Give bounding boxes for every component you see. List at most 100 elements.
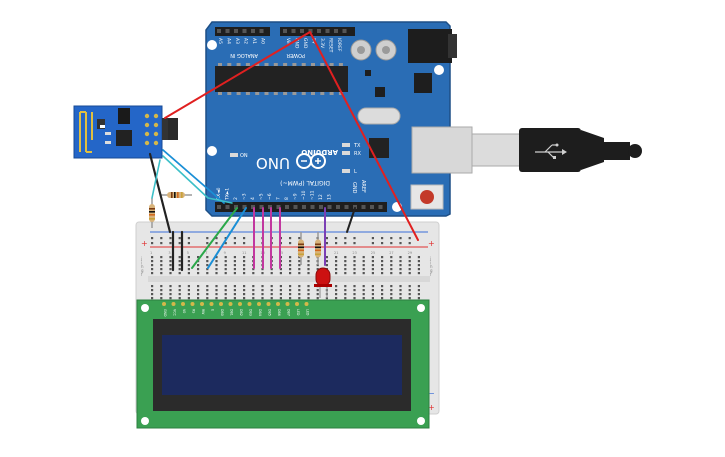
lcd-pin[interactable] <box>190 302 195 306</box>
esp-pin[interactable] <box>153 131 159 137</box>
lcd-pin-label: DB6 <box>277 309 281 316</box>
lcd-pin[interactable] <box>228 302 233 306</box>
power-jack[interactable] <box>408 29 452 63</box>
esp-pin[interactable] <box>144 113 150 119</box>
power-pin[interactable] <box>317 29 321 33</box>
wire-black-gnd[interactable] <box>346 207 356 233</box>
digital-pin[interactable] <box>268 205 272 209</box>
esp-pin[interactable] <box>144 122 150 128</box>
wire-red-esp-vcc[interactable] <box>164 31 311 119</box>
resistor[interactable] <box>315 232 321 265</box>
usb-port[interactable] <box>411 126 473 174</box>
esp-pin[interactable] <box>144 131 150 137</box>
analog-pin[interactable] <box>225 29 230 33</box>
lcd-pin[interactable] <box>209 302 214 306</box>
digital-pin[interactable] <box>251 205 255 209</box>
analog-pin[interactable] <box>251 29 255 33</box>
lcd-pin[interactable] <box>200 302 204 306</box>
lcd-pin[interactable] <box>285 302 290 306</box>
rail-hole <box>371 237 374 240</box>
lcd-pin[interactable] <box>181 302 185 306</box>
digital-pin[interactable] <box>285 205 289 209</box>
hole <box>197 297 200 300</box>
power-pin[interactable] <box>342 29 347 33</box>
lcd-pin[interactable] <box>266 302 271 306</box>
digital-pin[interactable] <box>242 205 247 209</box>
hole <box>151 293 154 296</box>
hole <box>408 272 411 275</box>
analog-pin[interactable] <box>242 29 247 33</box>
digital-pin[interactable] <box>319 205 323 209</box>
lcd-pin[interactable] <box>238 302 242 306</box>
lcd-pin[interactable] <box>162 302 166 306</box>
hole <box>279 268 282 271</box>
digital-pin[interactable] <box>327 205 332 209</box>
wire-cyan-esp-rx[interactable] <box>151 159 161 199</box>
rail-hole <box>224 237 227 240</box>
power-pin[interactable] <box>308 29 313 33</box>
power-pin[interactable] <box>325 29 330 33</box>
wire-red-5v-rail[interactable] <box>309 31 419 241</box>
arduino-uno-board[interactable]: ON TX RX L ARDUINO UNO DIGITAL (PWM~) AN… <box>205 21 473 217</box>
esp8266-wifi-module[interactable] <box>73 105 178 159</box>
analog-pin[interactable] <box>234 29 238 33</box>
usb-cable-icon[interactable] <box>471 128 642 172</box>
digital-pin[interactable] <box>234 205 238 209</box>
digital-pin[interactable] <box>302 205 306 209</box>
hole <box>224 293 227 296</box>
lcd-pin[interactable] <box>219 302 223 306</box>
digital-pin[interactable] <box>378 205 383 209</box>
lcd-pin[interactable] <box>276 302 280 306</box>
digital-pin[interactable] <box>361 205 366 209</box>
power-pin[interactable] <box>300 29 304 33</box>
wire-green-d2[interactable] <box>191 207 238 269</box>
esp-pin[interactable] <box>144 140 150 146</box>
resistor[interactable] <box>160 192 192 198</box>
digital-pin[interactable] <box>344 205 349 209</box>
esp-pin[interactable] <box>153 122 159 128</box>
power-pin[interactable] <box>283 29 287 33</box>
esp-pin[interactable] <box>153 140 159 146</box>
resistor[interactable] <box>298 232 304 265</box>
digital-pin[interactable] <box>259 205 264 209</box>
digital-pin[interactable] <box>293 205 298 209</box>
red-led[interactable] <box>314 267 332 298</box>
hole <box>298 289 301 292</box>
analog-pin[interactable] <box>259 29 264 33</box>
hole <box>243 272 246 275</box>
wire-blue-esp-tx[interactable] <box>162 149 225 204</box>
esp-pin[interactable] <box>153 113 159 119</box>
l-label: L <box>354 169 357 175</box>
digital-pin[interactable] <box>336 205 340 209</box>
digital-pin[interactable] <box>276 205 281 209</box>
power-pin[interactable] <box>291 29 296 33</box>
esp-pin-header <box>144 113 159 146</box>
lcd-pin[interactable] <box>295 302 299 306</box>
wire-cyan-esp-2[interactable] <box>162 155 233 204</box>
rail-hole <box>169 237 172 240</box>
hole <box>151 285 154 288</box>
digital-pin[interactable] <box>217 205 221 209</box>
power-pin[interactable] <box>334 29 338 33</box>
digital-pin[interactable] <box>310 205 315 209</box>
resistor[interactable] <box>149 198 155 228</box>
hole <box>169 272 172 275</box>
digital-pin[interactable] <box>225 205 230 209</box>
lcd-pin[interactable] <box>171 302 176 306</box>
rail-hole <box>381 237 384 240</box>
hole <box>307 289 310 292</box>
lcd-pin[interactable] <box>304 302 309 306</box>
lcd-pin[interactable] <box>257 302 261 306</box>
wire-blue-d3[interactable] <box>207 207 247 269</box>
analog-pin-label: A5 <box>217 38 223 44</box>
hole <box>298 268 301 271</box>
lcd-pin[interactable] <box>247 302 252 306</box>
hole <box>325 256 328 259</box>
analog-pin[interactable] <box>217 29 221 33</box>
rail-hole <box>344 237 347 240</box>
hole <box>261 272 264 275</box>
hole <box>243 289 246 292</box>
wire-black-esp-gnd[interactable] <box>148 152 172 234</box>
digital-pin[interactable] <box>370 205 374 209</box>
